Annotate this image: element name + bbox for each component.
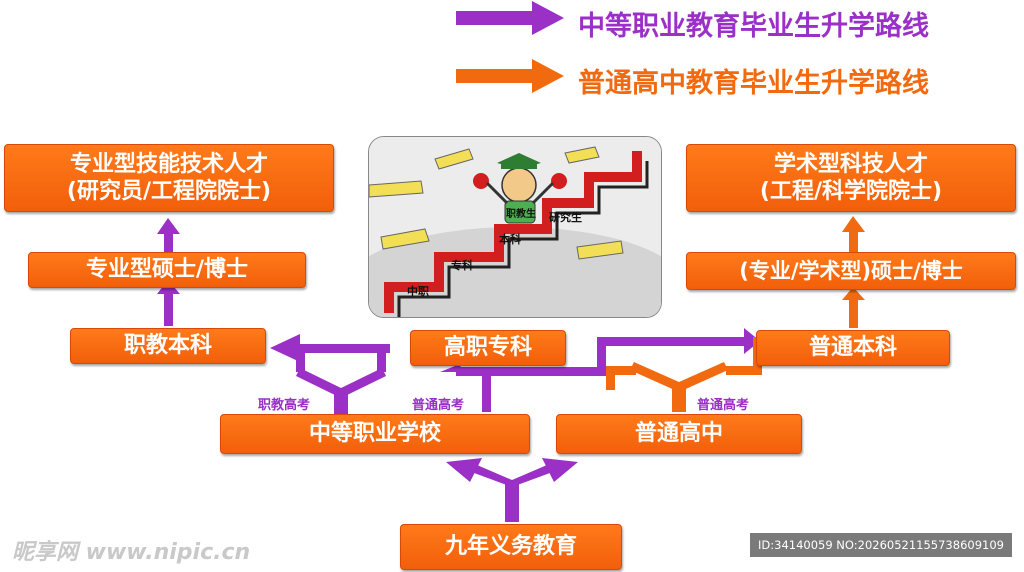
legend-vocational-label: 中等职业教育毕业生升学路线 bbox=[578, 11, 929, 42]
box-vocational-bachelor: 职教本科 bbox=[70, 328, 266, 364]
academic-master-label: (专业/学术型)硕士/博士 bbox=[739, 258, 963, 283]
legend-arrow-highschool bbox=[456, 59, 564, 93]
vocational-bachelor-label: 职教本科 bbox=[123, 333, 212, 359]
watermark: 昵享网 www.nipic.cn bbox=[12, 540, 251, 565]
professional-master-label: 专业型硕士/博士 bbox=[85, 257, 249, 283]
arrow-right-bachelor-to-master bbox=[842, 287, 865, 328]
illus-label-zhuanke: 专科 bbox=[451, 259, 473, 272]
illus-label-zhijiaosheng: 职教生 bbox=[506, 209, 536, 220]
box-general-bachelor: 普通本科 bbox=[756, 330, 950, 366]
illus-label-yanjiusheng: 研究生 bbox=[549, 211, 582, 224]
legend-highschool-label: 普通高中教育毕业生升学路线 bbox=[578, 68, 929, 99]
arrow-vocational-fork bbox=[270, 334, 390, 414]
arrow-left-master-to-talent bbox=[157, 218, 180, 252]
stairs-illustration: 中职 专科 本科 研究生 职教生 bbox=[368, 136, 662, 318]
box-academic-master: (专业/学术型)硕士/博士 bbox=[686, 252, 1016, 290]
general-high-school-label: 普通高中 bbox=[634, 421, 723, 447]
route-label-vocational-exam: 职教高考 bbox=[258, 398, 311, 413]
illus-label-benke: 本科 bbox=[499, 233, 521, 246]
general-bachelor-label: 普通本科 bbox=[808, 335, 897, 361]
paper-strips bbox=[369, 146, 624, 260]
box-higher-vocational-college: 高职专科 bbox=[410, 330, 566, 366]
illus-label-zhongzhi: 中职 bbox=[407, 285, 429, 298]
professional-talent-line2: (研究员/工程院院士) bbox=[66, 179, 272, 204]
box-general-high-school: 普通高中 bbox=[556, 414, 802, 454]
image-id-bar: ID:34140059 NO:20260521155738609109 bbox=[750, 533, 1012, 557]
box-professional-master: 专业型硕士/博士 bbox=[28, 252, 306, 288]
image-id-text: ID:34140059 NO:20260521155738609109 bbox=[758, 538, 1004, 552]
compulsory-label: 九年义务教育 bbox=[444, 534, 577, 560]
box-secondary-vocational-school: 中等职业学校 bbox=[220, 414, 530, 454]
academic-talent-line2: (工程/科学院院士) bbox=[759, 179, 943, 204]
arrow-vocational-general-exam bbox=[440, 328, 760, 412]
secondary-vocational-label: 中等职业学校 bbox=[308, 421, 441, 447]
stairs-drawing bbox=[369, 137, 661, 317]
box-academic-talent: 学术型科技人才 (工程/科学院院士) bbox=[686, 144, 1016, 212]
student-figure bbox=[473, 153, 567, 224]
arrow-right-master-to-talent bbox=[842, 216, 865, 252]
higher-vocational-college-label: 高职专科 bbox=[443, 335, 532, 361]
professional-talent-line1: 专业型技能技术人才 bbox=[69, 151, 268, 177]
route-label-general-exam-left: 普通高考 bbox=[412, 398, 465, 413]
arrow-compulsory-fork bbox=[446, 458, 578, 522]
academic-talent-line1: 学术型科技人才 bbox=[773, 151, 928, 177]
legend-arrow-vocational bbox=[456, 1, 564, 35]
route-label-general-exam-right: 普通高考 bbox=[697, 398, 750, 413]
box-professional-talent: 专业型技能技术人才 (研究员/工程院院士) bbox=[4, 144, 334, 212]
box-nine-year-compulsory: 九年义务教育 bbox=[400, 524, 622, 570]
